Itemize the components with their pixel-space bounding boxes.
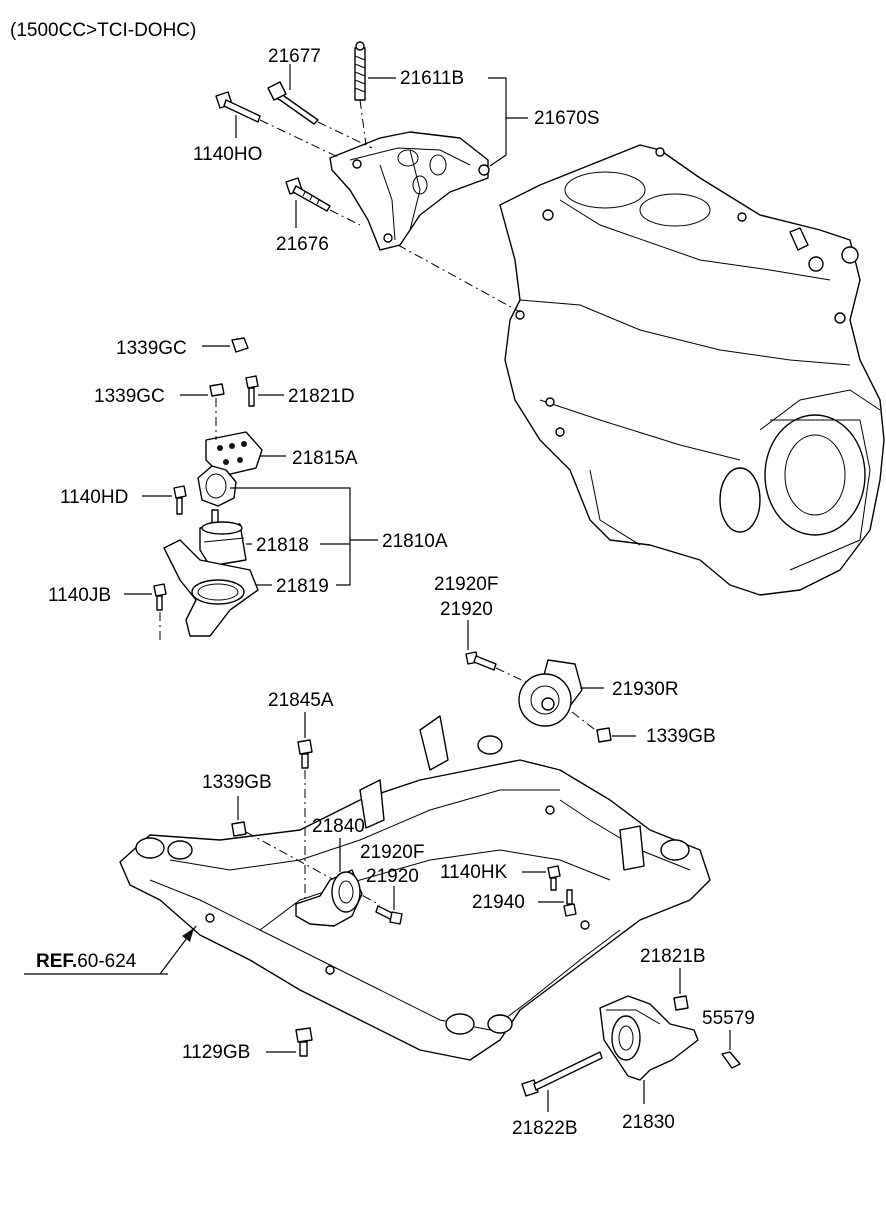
label-1339GB-upper: 1339GB: [646, 726, 716, 747]
label-1129GB: 1129GB: [182, 1042, 250, 1063]
label-21920-upper: 21920: [440, 599, 493, 620]
label-21830: 21830: [622, 1112, 675, 1133]
bolt-1140HD-drawing: [173, 485, 187, 515]
nut-21821B-drawing: [673, 995, 689, 1011]
stud-21611B-drawing: [354, 41, 366, 101]
ref-label: REF.60-624: [36, 951, 137, 972]
label-21821B: 21821B: [640, 946, 706, 967]
label-55579: 55579: [702, 1008, 755, 1029]
label-21818: 21818: [256, 535, 309, 556]
label-1140JB: 1140JB: [48, 585, 111, 606]
label-1140HD: 1140HD: [60, 487, 128, 508]
label-1339GC-upper: 1339GC: [116, 338, 187, 359]
bolt-21845A-drawing: [297, 739, 313, 769]
label-21815A: 21815A: [292, 448, 358, 469]
bolt-21676-drawing: [285, 177, 331, 212]
engine-mounting-bracket-drawing: [329, 131, 490, 251]
label-1140HK: 1140HK: [440, 862, 508, 883]
label-1339GB-lower: 1339GB: [202, 772, 272, 793]
label-21670S: 21670S: [534, 108, 600, 129]
mount-21840-drawing: [295, 869, 363, 927]
label-21940: 21940: [472, 892, 525, 913]
insulator-21818-drawing: [199, 509, 247, 567]
label-21821D: 21821D: [288, 386, 355, 407]
mount-21930R-drawing: [518, 659, 583, 727]
bolt-1140HO-drawing: [215, 91, 261, 123]
bolt-1140HK-drawing: [547, 865, 561, 891]
label-21676: 21676: [276, 234, 329, 255]
label-21611B: 21611B: [400, 68, 464, 89]
nut-1339GB-lower-drawing: [231, 821, 247, 837]
label-1339GC-lower: 1339GC: [94, 386, 165, 407]
label-21810A: 21810A: [382, 531, 448, 552]
bolt-1129GB-drawing: [295, 1027, 313, 1057]
label-21840: 21840: [312, 816, 365, 837]
engine-block-drawing: [499, 144, 885, 596]
bolt-21920-lower-drawing: [375, 905, 403, 925]
label-21822B: 21822B: [512, 1118, 578, 1139]
nut-1339GB-upper-drawing: [596, 727, 612, 743]
nut-1339GC-lower-drawing: [209, 383, 225, 397]
bolt-21920-upper-drawing: [465, 651, 497, 671]
nut-1339GC-upper-drawing: [231, 337, 249, 353]
diagram-title: (1500CC>TCI-DOHC): [10, 20, 196, 41]
bracket-21815A-drawing: [205, 431, 263, 477]
label-21920F-lower: 21920F: [360, 842, 424, 863]
bolt-21822B-drawing: [521, 1051, 603, 1097]
bolt-21821D-drawing: [245, 375, 259, 407]
bolt-55579-drawing: [721, 1051, 741, 1069]
mount-upper-drawing: [197, 465, 237, 507]
bolt-21677-drawing: [267, 81, 319, 125]
bolt-1140JB-drawing: [153, 583, 167, 611]
bracket-21819-drawing: [163, 539, 259, 637]
label-21930R: 21930R: [612, 679, 679, 700]
label-21819: 21819: [276, 576, 329, 597]
label-21920F-upper: 21920F: [434, 574, 498, 595]
label-21677: 21677: [268, 46, 321, 67]
label-21845A: 21845A: [268, 690, 334, 711]
subframe-drawing: [119, 715, 711, 1061]
ref-number: 60-624: [77, 951, 137, 972]
ref-prefix: REF.: [36, 951, 77, 972]
label-1140HO: 1140HO: [193, 144, 262, 165]
mount-21830-drawing: [599, 995, 699, 1081]
bolt-21940-drawing: [563, 889, 577, 917]
label-21920-lower: 21920: [366, 866, 419, 887]
